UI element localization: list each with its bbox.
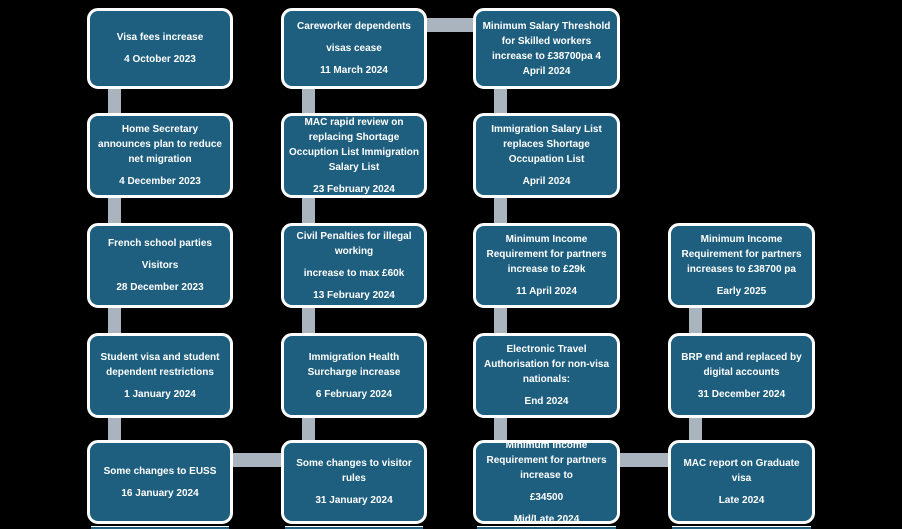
timeline-event-box-isl-replaces-sol: Immigration Salary List replaces Shortag… [473, 113, 620, 198]
horizontal-connector [225, 453, 291, 467]
timeline-event-box-home-secretary-plan: Home Secretary announces plan to reduce … [87, 113, 233, 198]
event-text-line: Some changes to EUSS [103, 465, 217, 477]
event-text-line: 31 January 2024 [315, 495, 393, 506]
event-text-line: MAC rapid review on replacing Shortage O… [289, 116, 420, 173]
event-text-line: 1 January 2024 [124, 388, 196, 400]
event-text-line: visas cease [326, 43, 382, 54]
event-text-line: April 2024 [522, 176, 571, 187]
event-text-line: Minimum Income Requirement for partners … [486, 439, 607, 481]
vertical-connector [494, 190, 507, 233]
cut-off-box-top [477, 526, 616, 529]
event-text-line: Minimum Income Requirement for partners … [681, 234, 802, 275]
event-text-line: Electronic Travel Authorisation for non-… [484, 344, 609, 385]
event-text-line: Early 2025 [716, 286, 767, 297]
event-text-line: Minimum Income Requirement for partners … [486, 234, 607, 275]
event-text-line: 11 March 2024 [320, 65, 388, 76]
horizontal-connector [419, 18, 483, 32]
event-text-line: French school parties [108, 238, 212, 249]
event-text-line: Visitors [141, 260, 179, 271]
event-text-line: 23 February 2024 [313, 183, 395, 195]
timeline-event-box-brp-end: BRP end and replaced by digital accounts… [668, 333, 815, 418]
event-text-line: Immigration Salary List replaces Shortag… [491, 124, 602, 165]
timeline-event-box-euss-changes: Some changes to EUSS 16 January 2024 [87, 440, 233, 524]
vertical-connector [108, 81, 121, 123]
event-text-line: End 2024 [524, 396, 569, 407]
timeline-event-box-salary-threshold-skilled: Minimum Salary Threshold for Skilled wor… [473, 8, 620, 89]
cut-off-box-top [672, 526, 811, 529]
event-text-line: Student visa and student dependent restr… [100, 351, 220, 378]
vertical-connector [108, 300, 121, 343]
vertical-connector [302, 81, 315, 123]
event-text-line: Late 2024 [718, 495, 765, 506]
event-text-line: Careworker dependents [297, 21, 411, 32]
timeline-event-box-visa-fees-increase: Visa fees increase 4 October 2023 [87, 8, 233, 89]
timeline-event-box-civil-penalties: Civil Penalties for illegal working incre… [281, 223, 427, 308]
vertical-connector [494, 81, 507, 123]
event-text-line: 4 October 2023 [124, 54, 196, 65]
event-text-line: 6 February 2024 [315, 388, 393, 400]
event-text-line: increase to max £60k [303, 267, 405, 279]
event-text-line: 11 April 2024 [516, 286, 577, 297]
event-text-line: Civil Penalties for illegal working [296, 230, 412, 257]
vertical-connector [302, 300, 315, 343]
event-text-line: 13 February 2024 [313, 289, 395, 301]
event-text-line: BRP end and replaced by digital accounts [681, 351, 802, 378]
timeline-event-box-mir-38700: Minimum Income Requirement for partners … [668, 223, 815, 308]
vertical-connector [302, 190, 315, 233]
event-text-line: 31 December 2024 [697, 388, 786, 400]
timeline-event-box-mac-rapid-review: MAC rapid review on replacing Shortage O… [281, 113, 427, 198]
timeline-event-box-visitor-rules-changes: Some changes to visitor rules 31 January … [281, 440, 427, 524]
event-text-line: Some changes to visitor rules [296, 458, 412, 484]
event-text-line: Home Secretary announces plan to reduce … [98, 124, 222, 165]
timeline-event-box-careworker-dependents: Careworker dependents visas cease 11 March… [281, 8, 427, 89]
cut-off-box-top [285, 526, 423, 529]
event-text-line: Minimum Salary Threshold for Skilled wor… [482, 20, 611, 77]
horizontal-connector [612, 453, 678, 467]
timeline-event-box-mir-34500: Minimum Income Requirement for partners … [473, 439, 620, 525]
event-text-line: MAC report on Graduate visa [683, 458, 800, 484]
event-text-line: 28 December 2023 [116, 282, 204, 293]
timeline-event-box-student-visa-restrictions: Student visa and student dependent restr… [87, 333, 233, 418]
event-text-line: Immigration Health Surcharge increase [307, 351, 401, 378]
event-text-line: 4 December 2023 [119, 176, 201, 187]
vertical-connector [494, 300, 507, 343]
cut-off-box-top [91, 526, 229, 529]
event-text-line: Visa fees increase [116, 32, 204, 43]
timeline-event-box-eta-non-visa: Electronic Travel Authorisation for non-… [473, 333, 620, 418]
vertical-connector [689, 300, 702, 343]
vertical-connector [108, 190, 121, 233]
timeline-event-box-health-surcharge: Immigration Health Surcharge increase 6 F… [281, 333, 427, 418]
event-text-line: £34500 [529, 491, 564, 503]
event-text-line: 16 January 2024 [121, 487, 199, 499]
timeline-event-box-mir-29k: Minimum Income Requirement for partners … [473, 223, 620, 308]
event-text-line: Mid/Late 2024 [513, 513, 580, 525]
